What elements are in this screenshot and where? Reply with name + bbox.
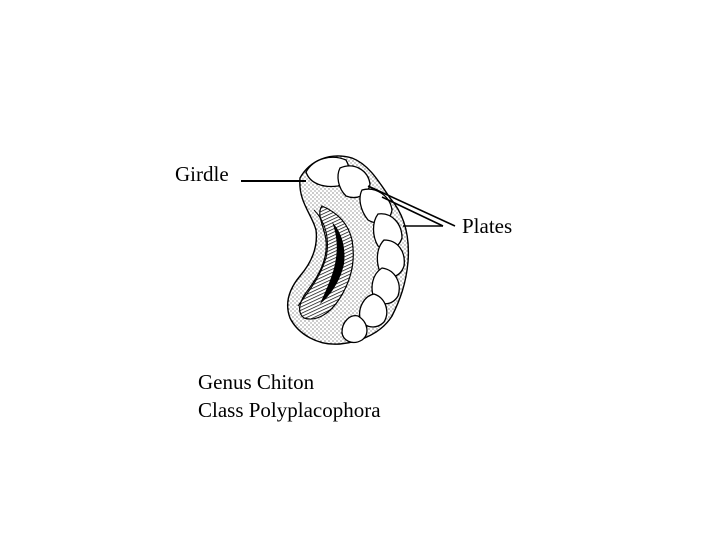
plates-leader-lines [367, 185, 456, 227]
caption-class: Class Polyplacophora [198, 398, 381, 422]
caption-genus: Genus Chiton [198, 370, 315, 394]
chiton-foot-shadow [320, 222, 345, 304]
plates-label: Plates [462, 214, 513, 238]
girdle-label: Girdle [175, 162, 229, 186]
chiton-inner-rim [297, 209, 328, 307]
chiton-plates [305, 156, 405, 344]
